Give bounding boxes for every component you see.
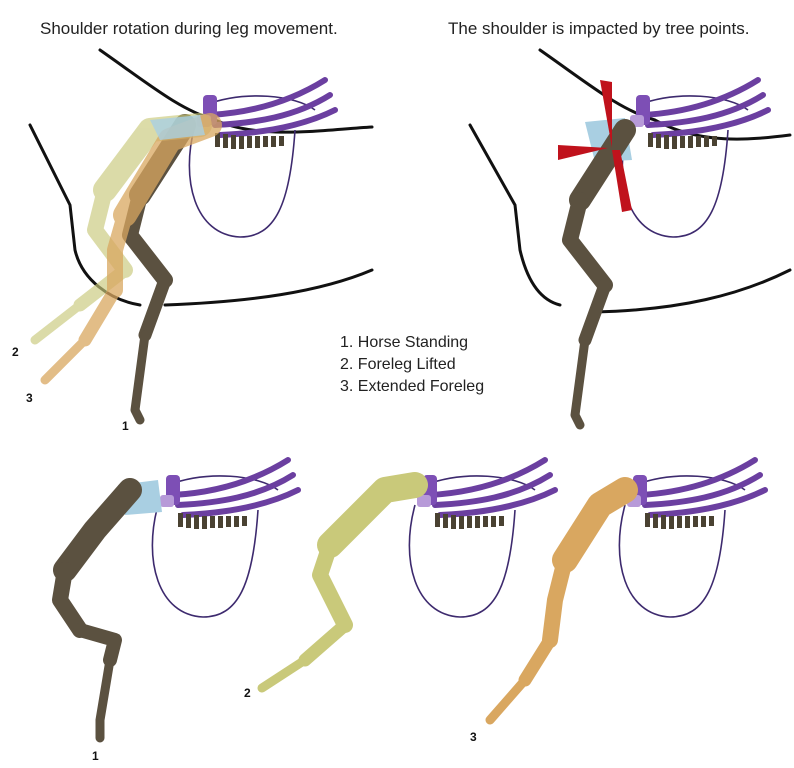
- label-leg-3: 3: [26, 391, 33, 405]
- title-tree-points-impact: The shoulder is impacted by tree points.: [448, 19, 749, 38]
- panel-foreleg-lifted: 2: [244, 460, 555, 700]
- label-leg-1: 1: [122, 419, 129, 433]
- label-leg-3: 3: [470, 730, 477, 744]
- impact-wedge-top: [600, 80, 612, 148]
- horse-body-outline: [468, 123, 562, 307]
- leg-extended: [485, 477, 638, 725]
- horse-body-outline: [28, 123, 142, 307]
- panel-tree-points-impact: [468, 48, 792, 425]
- saddle-tree: [619, 460, 765, 617]
- legend-item-lifted: 2. Foreleg Lifted: [340, 356, 456, 373]
- legend-item-extended: 3. Extended Foreleg: [340, 378, 484, 395]
- horse-back-outline: [538, 48, 792, 141]
- saddle-tree: [409, 460, 555, 617]
- horse-belly-outline: [593, 268, 792, 314]
- leg-standing: [52, 478, 142, 743]
- saddle-tree: [622, 80, 768, 237]
- panel-horse-standing: 1: [52, 460, 298, 763]
- horse-belly-outline: [163, 268, 374, 307]
- impact-wedge-bottom: [612, 150, 632, 212]
- leg-lifted: [257, 472, 428, 693]
- label-leg-2: 2: [12, 345, 19, 359]
- shoulder-cartilage: [150, 115, 205, 140]
- impact-markers: [558, 80, 632, 212]
- legend-item-standing: 1. Horse Standing: [340, 334, 468, 351]
- saddle-tree: [189, 80, 335, 237]
- label-leg-1: 1: [92, 749, 99, 763]
- panel-shoulder-rotation: 2 3 1: [12, 48, 374, 433]
- legend: 1. Horse Standing 2. Foreleg Lifted 3. E…: [340, 334, 484, 395]
- saddle-tree: [152, 460, 298, 617]
- label-leg-2: 2: [244, 686, 251, 700]
- title-shoulder-rotation: Shoulder rotation during leg movement.: [40, 19, 338, 38]
- horse-back-outline: [98, 48, 374, 134]
- panel-extended-foreleg: 3: [470, 460, 765, 744]
- impact-wedge-left: [558, 145, 608, 160]
